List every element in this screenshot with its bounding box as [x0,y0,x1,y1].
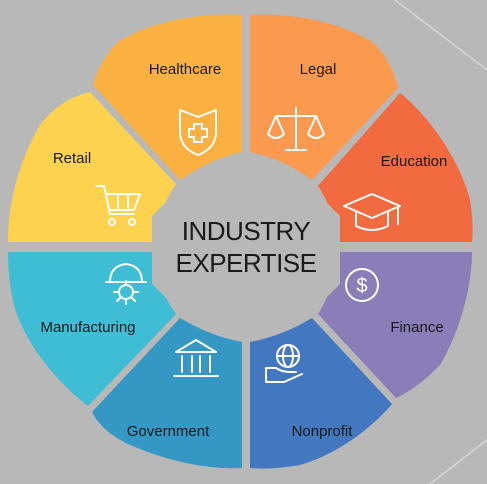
scales-icon [267,107,325,151]
hardhat-gear-icon [105,263,147,305]
segment-finance [318,252,472,398]
corner-line-top [394,0,487,71]
shield-cross-icon [179,109,217,156]
hand-globe-icon [265,344,303,383]
segment-government [92,318,242,469]
segments-group [8,14,473,469]
label-government: Government [127,423,210,440]
corner-line-bottom [429,439,487,484]
segment-education [318,93,473,242]
label-legal: Legal [300,61,337,78]
segment-healthcare [93,14,242,181]
label-healthcare: Healthcare [149,61,222,78]
title-line-1: INDUSTRY [182,216,311,246]
label-retail: Retail [53,150,91,167]
label-nonprofit: Nonprofit [292,423,354,440]
segment-legal [250,14,398,181]
center-octagon [152,178,340,322]
label-finance: Finance [390,319,443,336]
label-manufacturing: Manufacturing [40,319,135,336]
shopping-cart-icon [95,185,141,226]
segment-retail [8,92,176,242]
svg-text:$: $ [356,275,367,297]
segment-manufacturing [8,252,176,406]
title-line-2: EXPERTISE [176,248,317,278]
bank-building-icon [173,339,219,377]
label-education: Education [381,153,448,170]
graduation-cap-icon [343,193,401,231]
dollar-coin-icon: $ [345,268,379,302]
